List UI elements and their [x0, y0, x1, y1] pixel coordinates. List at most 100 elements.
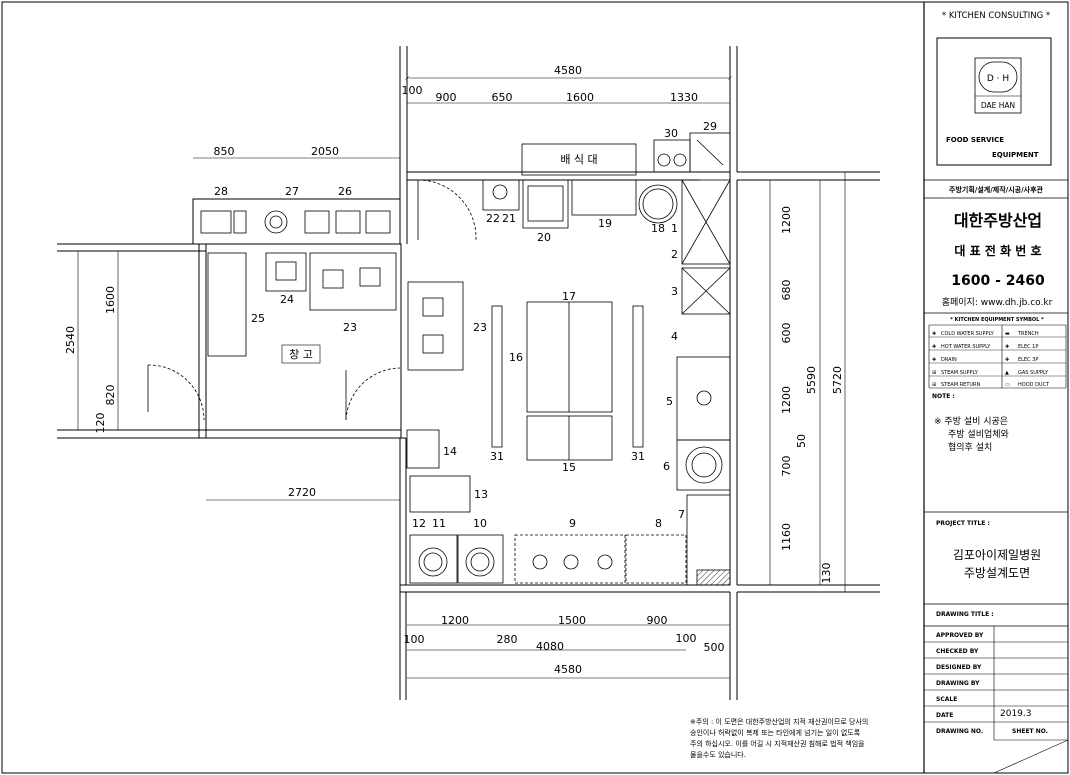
copyright-notice: ※주의 : 이 도면은 대한주방산업의 지적 재산권이므로 당사의 승인이나 허… [690, 717, 868, 759]
equipment-number: 16 [509, 351, 523, 364]
dimension-labels: 4580 100 900 650 1600 1330 850 2050 2540… [64, 64, 844, 676]
equipment-23-top [309, 252, 397, 311]
notice-line: 주의 하십시오. 이를 어길 시 지적재산권 침해로 법적 책임을 [690, 739, 865, 748]
dim-right-mid: 50 [795, 434, 808, 448]
legend-label: HOOD DUCT [1018, 382, 1050, 388]
serving-counter-label: 배 식 대 [560, 153, 597, 166]
tb-phone-label: 대 표 전 화 번 호 [954, 243, 1041, 258]
equipment-14 [406, 429, 440, 469]
equipment-number: 8 [655, 517, 662, 530]
equipment-3 [681, 267, 731, 315]
dim-right-mid: 130 [820, 563, 833, 584]
equipment-8 [625, 534, 687, 584]
dim-bottom-segment: 1200 [441, 614, 469, 627]
sheet-no-label: SHEET NO. [1012, 728, 1048, 735]
equipment [200, 132, 731, 586]
dim-left-vertical: 1600 [104, 286, 117, 314]
equipment-19 [571, 179, 637, 216]
equipment-number: 1 [671, 222, 678, 235]
equipment-22 [482, 179, 520, 211]
equipment-6 [676, 439, 731, 491]
legend-symbol-icon: ⊞ [932, 370, 936, 376]
equipment-number: 10 [473, 517, 487, 530]
dim-top-segment: 1600 [566, 91, 594, 104]
dim-left-vertical: 120 [94, 413, 107, 434]
dim-right-inner: 680 [780, 280, 793, 301]
equipment-31-right [632, 305, 644, 448]
note-label: NOTE : [932, 393, 955, 400]
dim-right-outer: 5720 [831, 366, 844, 394]
project-title-label: PROJECT TITLE : [936, 520, 990, 527]
legend-label: GAS SUPPLY [1018, 370, 1049, 376]
tb-phone: 1600 - 2460 [951, 273, 1045, 289]
tb-row-label: DATE [936, 712, 953, 719]
notice-line: ※주의 : 이 도면은 대한주방산업의 지적 재산권이므로 당사의 [690, 717, 868, 726]
legend-label: DRAIN [941, 357, 957, 363]
equipment-number: 29 [703, 120, 717, 133]
storage-label: 창 고 [289, 348, 313, 361]
dim-left-vertical: 2540 [64, 326, 77, 354]
serving-counter [521, 143, 637, 176]
equipment-25 [207, 252, 247, 357]
legend-label: ELEC 1P [1018, 344, 1038, 350]
legend-label: ELEC 3P [1018, 357, 1038, 363]
dim-bottom-right: 500 [704, 641, 725, 654]
legend-symbol-icon: ✚ [932, 357, 936, 363]
walls [57, 46, 880, 700]
tb-date-value: 2019.3 [1000, 709, 1032, 719]
equipment-number: 19 [598, 217, 612, 230]
equipment-number: 21 [502, 212, 516, 225]
note-line: ※ 주방 설비 시공은 [934, 416, 1008, 427]
equipment-18 [638, 184, 678, 224]
equipment-10 [457, 534, 504, 584]
equipment-28 [200, 210, 232, 234]
legend-symbol-icon: ▲ [1005, 370, 1009, 376]
equipment-number: 15 [562, 461, 576, 474]
equipment-numbers: 1 2 3 4 5 6 7 8 9 10 11 12 13 14 15 16 1… [214, 120, 717, 530]
notice-line: 물을수도 있습니다. [690, 750, 746, 759]
dim-left-horizontal: 2720 [288, 486, 316, 499]
drawing-no-label: DRAWING NO. [936, 728, 983, 735]
tb-equipment: EQUIPMENT [992, 151, 1039, 159]
equipment-number: 25 [251, 312, 265, 325]
dim-top-segment: 650 [492, 91, 513, 104]
equipment-number: 30 [664, 127, 678, 140]
dim-top-total: 4580 [554, 64, 582, 77]
equipment-26 [304, 210, 330, 234]
note-line: 주방 설비업체와 [948, 428, 1009, 440]
dim-top-segment: 100 [402, 84, 423, 97]
equipment-number: 27 [285, 185, 299, 198]
equipment-9 [514, 534, 626, 584]
dim-upper-left: 850 [214, 145, 235, 158]
tb-row-label: CHECKED BY [936, 648, 979, 655]
equipment-17 [526, 301, 613, 413]
tb-row-label: SCALE [936, 696, 957, 703]
logo-name: DAE HAN [981, 101, 1015, 110]
note-line: 협의후 설치 [948, 441, 992, 453]
equipment-number: 24 [280, 293, 294, 306]
equipment-number: 6 [663, 460, 670, 473]
doors [147, 179, 477, 421]
dim-bottom-small: 280 [497, 633, 518, 646]
legend-symbol-icon: ✚ [1005, 357, 1009, 363]
dim-right-mid: 5590 [805, 366, 818, 394]
storage-label-box [281, 344, 321, 364]
equipment-number: 2 [671, 248, 678, 261]
equipment-5 [676, 356, 731, 441]
legend-label: HOT WATER SUPPLY [941, 344, 991, 350]
legend-label: STEAM SUPPLY [941, 370, 979, 376]
tb-food-service: FOOD SERVICE [946, 136, 1004, 144]
equipment-31-left [491, 305, 503, 448]
dim-left-vertical: 820 [104, 385, 117, 406]
project-title-line: 김포아이제일병원 [953, 548, 1041, 562]
equipment-number: 23 [343, 321, 357, 334]
equipment-number: 17 [562, 290, 576, 303]
equipment-13 [409, 475, 471, 513]
dim-bottom-total: 4580 [554, 663, 582, 676]
equipment-number: 9 [569, 517, 576, 530]
dim-bottom-small: 100 [404, 633, 425, 646]
equipment-number: 26 [338, 185, 352, 198]
legend-symbol-icon: ✚ [932, 331, 936, 337]
dim-top-segment: 1330 [670, 91, 698, 104]
equipment-20 [522, 179, 569, 229]
